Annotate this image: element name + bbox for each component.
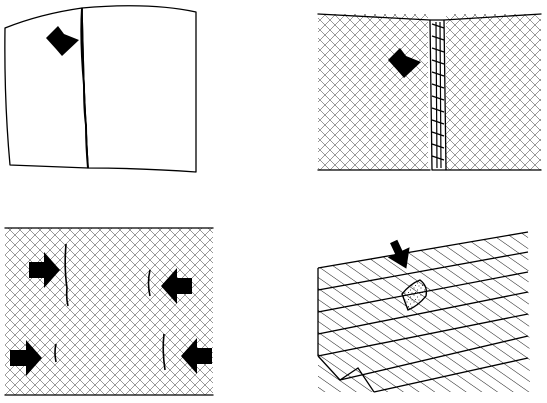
seam-fibers xyxy=(431,21,445,169)
arrow-icon xyxy=(161,268,192,304)
arrow-icon xyxy=(388,48,421,78)
stippled-block-right xyxy=(81,5,197,173)
panel-chipped-rib xyxy=(317,231,530,393)
chipped-rib xyxy=(401,279,428,311)
hatched-sheet-left xyxy=(318,14,428,170)
arrow-icon xyxy=(181,338,212,374)
panel-open-seam xyxy=(317,13,542,171)
panel-stippled-crack xyxy=(4,5,197,173)
arrow-icon xyxy=(46,26,79,56)
hairline-cracks xyxy=(54,243,166,371)
arrow-icon xyxy=(387,239,410,269)
stippled-block-left xyxy=(4,7,89,169)
open-seam xyxy=(429,19,447,171)
arrow-icon xyxy=(29,252,60,288)
crack-line xyxy=(80,7,89,169)
panel-hairline-cracks xyxy=(4,227,214,396)
hatched-sheet xyxy=(5,228,213,395)
arrow-icon xyxy=(10,340,42,376)
hatched-sheet-right xyxy=(446,14,541,170)
